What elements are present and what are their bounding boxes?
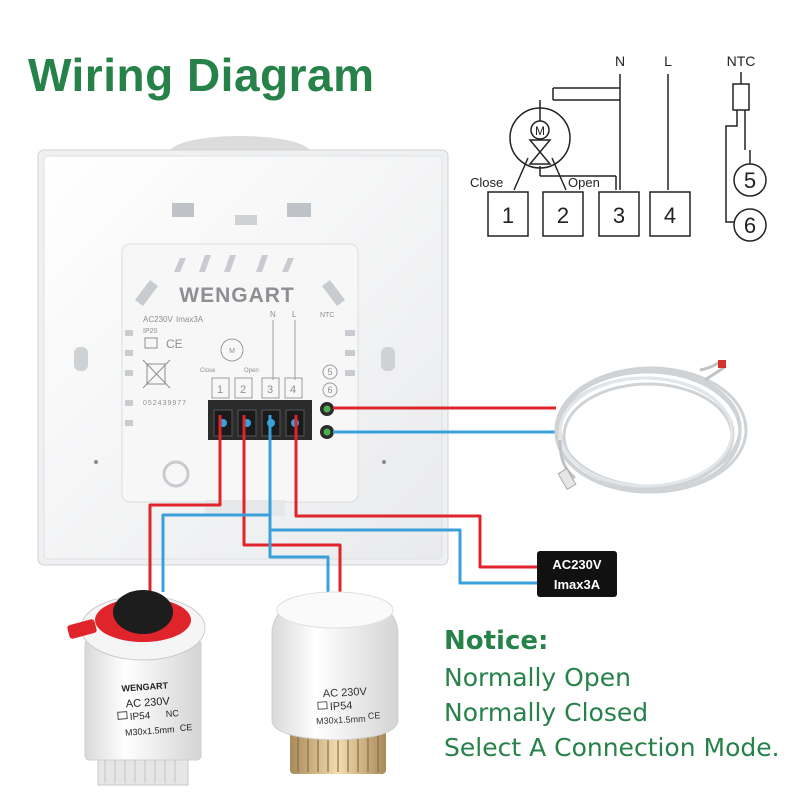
actuator-no-thread: M30x1.5mm — [316, 714, 366, 727]
device-terminal-4: 4 — [290, 384, 296, 396]
notice-heading: Notice: — [444, 626, 549, 656]
schematic-terminal-2-num: 2 — [557, 203, 569, 228]
device-brand: WENGART — [179, 284, 295, 307]
schematic-close-label: Close — [470, 175, 503, 190]
device-terminal-2: 2 — [240, 384, 246, 396]
actuator-nc-type: NC — [165, 708, 179, 719]
notice-line-select-mode: Select A Connection Mode. — [444, 733, 780, 762]
schematic-terminal-3-num: 3 — [613, 203, 625, 228]
notice-line-normally-open: Normally Open — [444, 663, 631, 692]
schematic-terminal-1 — [487, 191, 529, 237]
actuator-nc-insulation-icon — [117, 711, 128, 720]
actuator-nc: WENGART AC 230V IP54 NC M30x1.5mm CE — [67, 590, 206, 786]
schematic-terminal-6 — [733, 208, 767, 242]
actuator-no-ip: IP54 — [330, 700, 353, 713]
device-terminal-6: 6 — [327, 385, 332, 395]
actuator-nc-brand: WENGART — [121, 680, 169, 693]
power-current: Imax3A — [554, 577, 601, 592]
power-supply-label: AC230V Imax3A — [537, 551, 617, 597]
actuator-nc-voltage: AC 230V — [125, 695, 170, 710]
schematic-terminal-3 — [598, 191, 640, 237]
thermostat-back: WENGART AC230V Imax3A IP20 CE 052439977 … — [37, 136, 449, 566]
wires — [148, 406, 556, 592]
device-l-label: L — [292, 310, 297, 319]
double-insulation-icon — [144, 337, 158, 349]
actuator-no: AC 230V IP54 M30x1.5mm CE — [271, 591, 399, 774]
actuator-no-voltage: AC 230V — [323, 686, 368, 700]
ntc-sensor-cable — [554, 360, 748, 494]
device-terminal-3: 3 — [267, 384, 273, 396]
schematic-terminal-4-num: 4 — [664, 203, 676, 228]
schematic-terminal-2 — [542, 191, 584, 237]
device-terminal-5: 5 — [327, 367, 332, 377]
schematic-ntc-label: NTC — [727, 53, 756, 69]
diagram-title: Wiring Diagram — [28, 49, 375, 101]
device-n-label: N — [270, 310, 276, 319]
schematic-l-label: L — [664, 53, 672, 69]
actuator-no-ce: CE — [368, 710, 381, 721]
schematic: N L NTC M Close Open 1 2 3 4 — [470, 53, 767, 242]
device-motor-m: M — [229, 348, 235, 355]
schematic-terminal-1-num: 1 — [502, 203, 514, 228]
schematic-n-label: N — [615, 53, 625, 69]
notice-line-normally-closed: Normally Closed — [444, 698, 649, 727]
ntc-probe-tip — [557, 468, 577, 490]
schematic-terminal-5-num: 5 — [744, 168, 756, 193]
device-serial: 052439977 — [143, 400, 187, 407]
schematic-terminal-6-num: 6 — [744, 213, 756, 238]
motor-m-label: M — [535, 124, 545, 138]
notice-box: Notice: Normally Open Normally Closed Se… — [444, 626, 780, 765]
ntc-sensor-symbol — [732, 83, 750, 111]
actuator-no-insulation-icon — [317, 701, 328, 710]
device-ip-rating: IP20 — [143, 328, 158, 335]
device-close-label: Close — [200, 368, 216, 374]
device-terminal-1: 1 — [217, 384, 223, 396]
device-ntc-label: NTC — [320, 312, 334, 319]
device-ce-mark: CE — [166, 337, 183, 351]
weee-bin-icon — [142, 359, 171, 389]
schematic-terminal-4 — [649, 191, 691, 237]
actuator-nc-ip: IP54 — [129, 711, 151, 723]
power-voltage: AC230V — [552, 557, 601, 572]
device-current: Imax3A — [176, 315, 204, 324]
device-open-label: Open — [244, 368, 259, 374]
device-voltage: AC230V — [143, 315, 173, 324]
schematic-open-label: Open — [568, 175, 600, 190]
actuator-nc-thread: M30x1.5mm — [125, 724, 175, 737]
actuator-nc-ce: CE — [179, 722, 192, 733]
